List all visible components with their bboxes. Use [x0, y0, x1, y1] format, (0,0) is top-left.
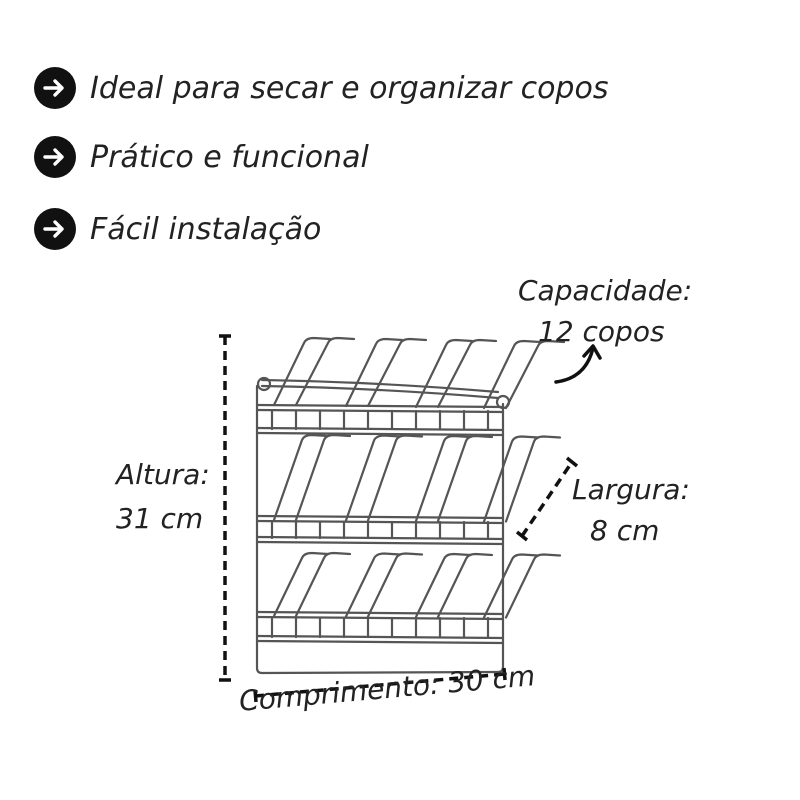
hanging-ring [256, 376, 272, 392]
glass-holder-prong [366, 434, 424, 522]
shelf-bar [255, 426, 505, 432]
glass-holder-prong [504, 553, 562, 619]
capacity-title: Capacidade: [518, 274, 693, 307]
feature-text: Fácil instalação [90, 211, 322, 247]
glass-holder-prong [272, 336, 332, 407]
glass-holder-prong [436, 338, 498, 409]
glass-holder-prong [294, 336, 356, 407]
glass-holder-prong [436, 434, 494, 523]
shelf-bar [255, 519, 505, 525]
glass-holder-prong [414, 338, 474, 409]
glass-holder-prong [344, 337, 404, 408]
arrow-right-icon [34, 208, 76, 250]
shelf-bar [255, 408, 505, 414]
shelf-bar [255, 514, 505, 520]
shelf-bar [255, 431, 505, 437]
glass-holder-prong [504, 435, 562, 523]
glass-holder-prong [414, 552, 472, 619]
shelf-bar [255, 403, 505, 409]
glass-holder-prong [482, 339, 542, 410]
glass-holder-prong [344, 434, 402, 522]
shelf-bar [255, 634, 505, 640]
capacity-value: 12 copos [538, 315, 665, 348]
shelf-bar [255, 540, 505, 546]
glass-holder-prong [436, 552, 494, 619]
shelf-bar [255, 615, 505, 621]
feature-item-3: Fácil instalação [34, 207, 321, 251]
height-value: 31 cm [116, 502, 204, 535]
rack-top-rail [260, 384, 500, 400]
dimension-lines [219, 334, 579, 703]
shelf-bar [255, 535, 505, 541]
glass-holder-prong [272, 433, 330, 522]
width-dimension-line [520, 461, 574, 537]
glass-holder-prong [272, 551, 330, 618]
feature-item-2: Prático e funcional [34, 135, 369, 179]
glass-holder-prong [504, 339, 566, 410]
feature-item-1: Ideal para secar e organizar copos [34, 66, 608, 110]
glass-holder-prong [294, 433, 352, 522]
arrow-right-icon [34, 136, 76, 178]
feature-text: Ideal para secar e organizar copos [90, 70, 609, 106]
shelf-bar [255, 639, 505, 645]
width-value: 8 cm [590, 514, 660, 547]
width-title: Largura: [572, 473, 690, 506]
height-title: Altura: [116, 458, 210, 491]
glass-holder-prong [482, 553, 540, 619]
glass-holder-prong [482, 435, 540, 523]
glass-holder-prong [366, 552, 424, 618]
length-dimension-line [254, 672, 506, 698]
glass-holder-prong [366, 337, 428, 408]
glass-holder-prong [294, 551, 352, 618]
shelf-bar [255, 610, 505, 616]
glass-holder-prong [414, 434, 472, 523]
curved-arrow-icon [554, 344, 602, 384]
feature-text: Prático e funcional [90, 139, 369, 175]
glass-holder-prong [344, 552, 402, 618]
arrow-right-icon [34, 67, 76, 109]
